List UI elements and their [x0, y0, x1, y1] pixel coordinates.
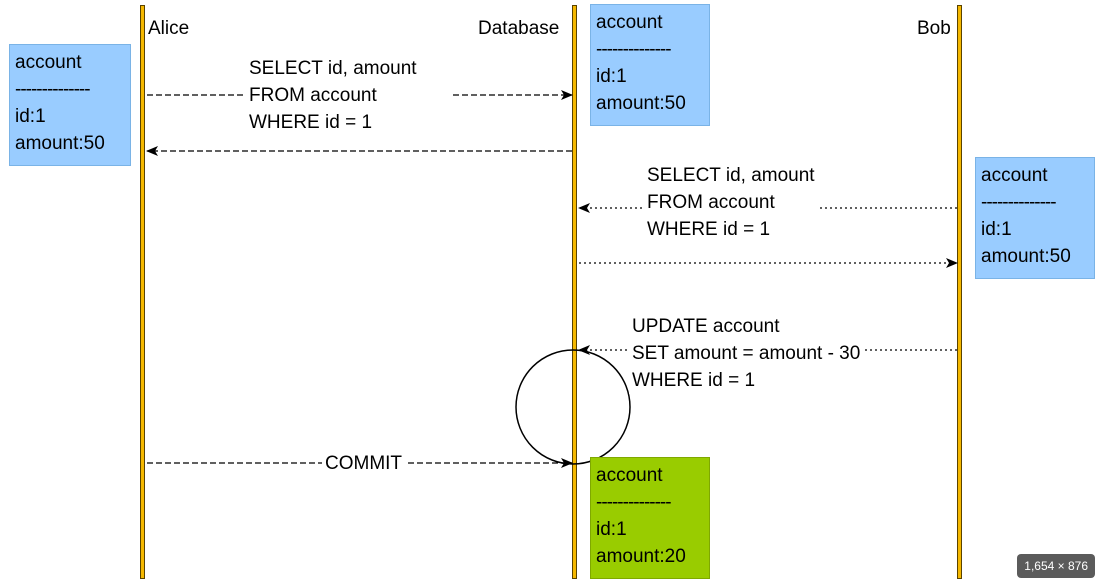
lock-wait-circle	[515, 349, 631, 465]
alice-select-line-2: FROM account	[249, 85, 377, 106]
bob-account-amount: amount:50	[981, 246, 1071, 267]
db-account-after-amount: amount:20	[596, 546, 686, 567]
bob-select-line-1: SELECT id, amount	[647, 165, 815, 186]
alice-account-title: account	[15, 52, 82, 73]
alice-account-id: id:1	[15, 106, 46, 127]
alice-label: Alice	[148, 18, 190, 39]
database-label: Database	[478, 18, 560, 39]
bob-account-separator: --------------	[981, 192, 1057, 213]
db-account-after-title: account	[596, 465, 663, 486]
db-account-after-box: account -------------- id:1 amount:20	[590, 457, 710, 579]
bob-account-box: account -------------- id:1 amount:50	[975, 157, 1095, 279]
alice-account-separator: --------------	[15, 79, 91, 100]
alice-select-line-3: WHERE id = 1	[249, 112, 373, 133]
bob-update-line-3: WHERE id = 1	[632, 370, 756, 391]
bob-update-line-1: UPDATE account	[632, 316, 780, 337]
bob-select-line-2: FROM account	[647, 192, 775, 213]
bob-label: Bob	[917, 18, 951, 39]
db-account-before-box: account -------------- id:1 amount:50	[590, 4, 710, 126]
db-account-before-separator: --------------	[596, 39, 672, 60]
bob-account-id: id:1	[981, 219, 1012, 240]
bob-select-message: SELECT id, amount FROM account WHERE id …	[644, 162, 818, 243]
alice-lifeline	[140, 5, 145, 579]
image-size-badge: 1,654 × 876	[1017, 554, 1095, 578]
bob-update-line-2: SET amount = amount - 30	[632, 343, 861, 364]
alice-account-box: account -------------- id:1 amount:50	[9, 44, 131, 166]
bob-account-title: account	[981, 165, 1048, 186]
bob-lifeline	[957, 5, 962, 579]
alice-select-line-1: SELECT id, amount	[249, 58, 417, 79]
alice-commit-message: COMMIT	[322, 450, 406, 477]
bob-select-line-3: WHERE id = 1	[647, 219, 771, 240]
db-account-before-title: account	[596, 12, 663, 33]
db-account-before-amount: amount:50	[596, 93, 686, 114]
alice-account-amount: amount:50	[15, 133, 105, 154]
bob-update-message: UPDATE account SET amount = amount - 30 …	[629, 313, 864, 394]
alice-select-message: SELECT id, amount FROM account WHERE id …	[246, 55, 450, 136]
database-lifeline	[572, 5, 577, 579]
db-account-before-id: id:1	[596, 66, 627, 87]
db-account-after-separator: --------------	[596, 492, 672, 513]
db-account-after-id: id:1	[596, 519, 627, 540]
